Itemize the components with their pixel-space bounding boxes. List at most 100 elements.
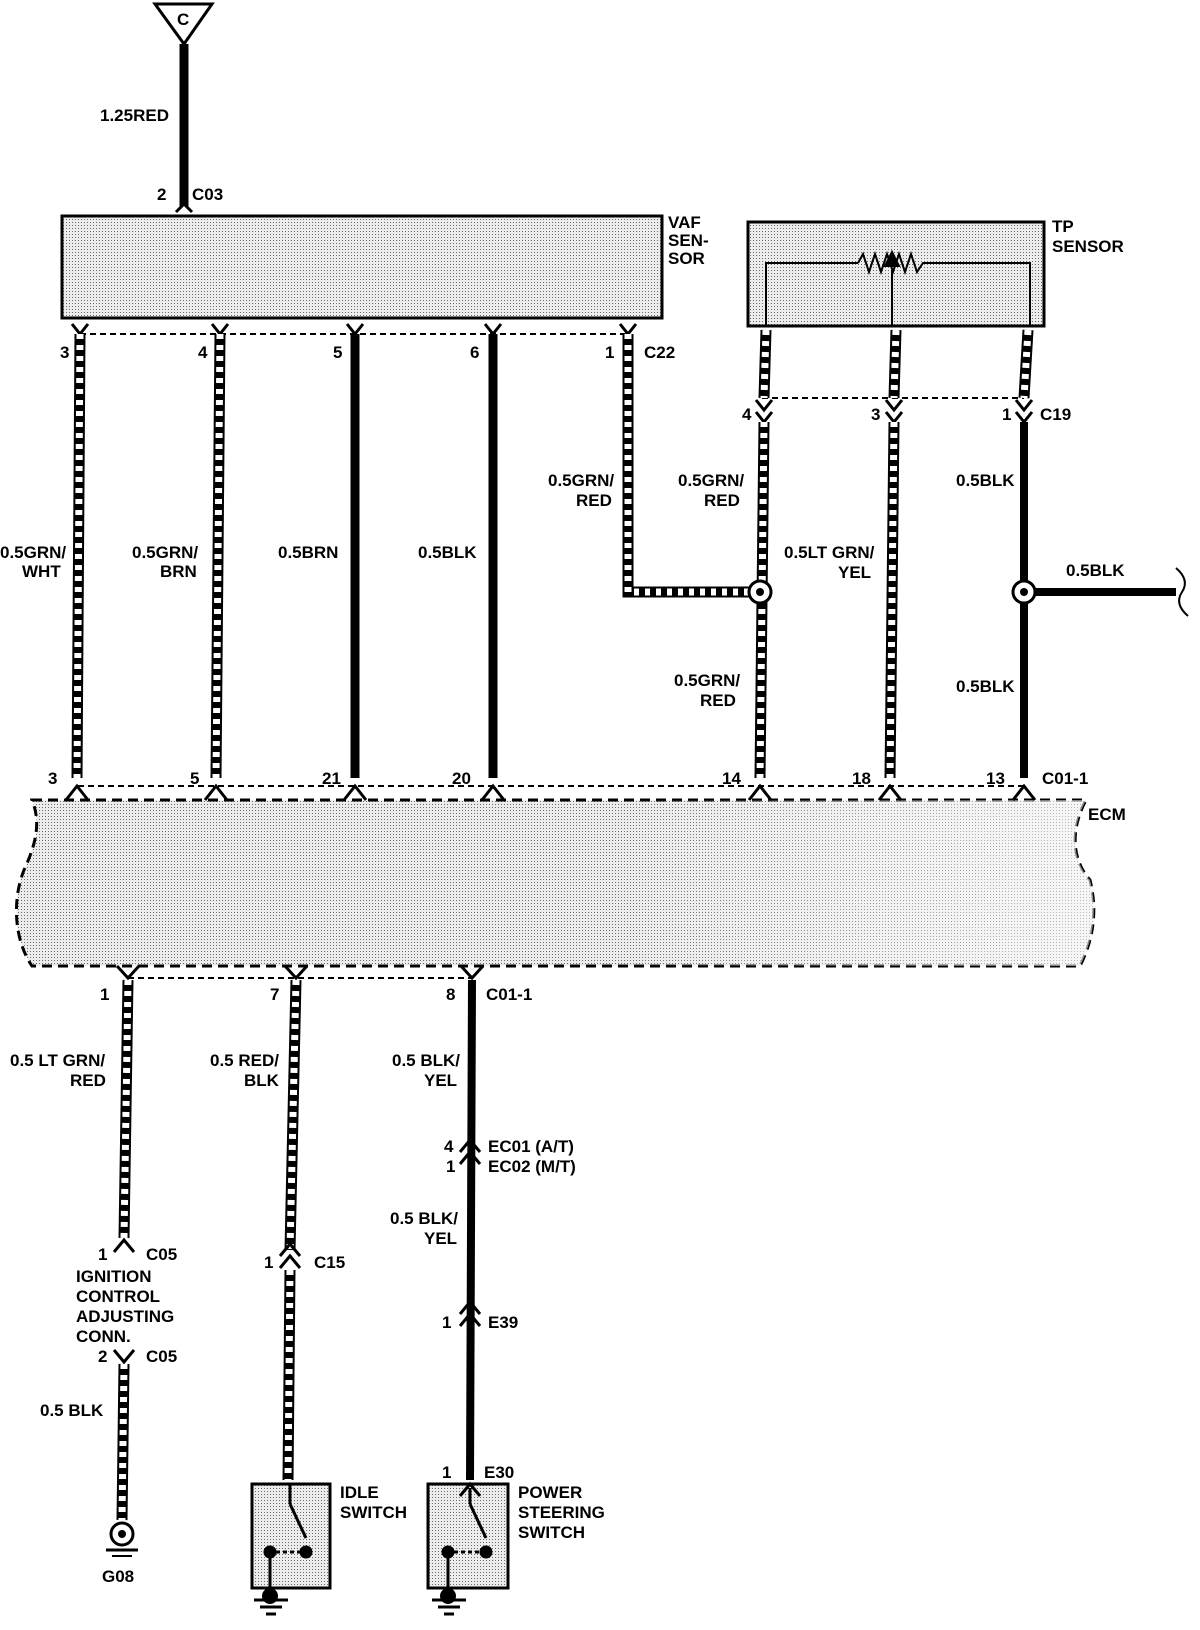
vaf-sensor-label-2: SEN- xyxy=(668,231,709,250)
vaf-sensor-box xyxy=(60,214,664,320)
ps-switch-label-1: POWER xyxy=(518,1483,582,1502)
c05-label-upper: C05 xyxy=(146,1245,177,1264)
source-terminal-label: C xyxy=(177,10,189,29)
c22-pin-3: 3 xyxy=(60,343,69,362)
wire-red-blk xyxy=(286,979,300,1251)
c19-pin-3: 3 xyxy=(871,405,880,424)
wire-brn-label: 0.5BRN xyxy=(278,543,338,562)
c05-pin-1: 1 xyxy=(98,1245,107,1264)
wire-blk-tp-label-1: 0.5BLK xyxy=(956,471,1015,490)
wire-lt-grn-yel-label-2: YEL xyxy=(838,563,871,582)
splice-grn-red xyxy=(747,579,773,605)
ps-switch-icon xyxy=(432,1481,493,1616)
e39-pin: 1 xyxy=(442,1313,451,1332)
c03-pin-label: 2 xyxy=(157,185,166,204)
tp-sensor-box xyxy=(746,220,1046,328)
c19-pin-4: 4 xyxy=(742,405,752,424)
wire-grn-red-vaf xyxy=(624,334,760,596)
c22-pin-6: 6 xyxy=(470,343,479,362)
ecm-bottom-terminals xyxy=(115,964,485,981)
wire-grn-red-ecm-label-1: 0.5GRN/ xyxy=(674,671,740,690)
wire-grn-red-tp-label-1: 0.5GRN/ xyxy=(678,471,744,490)
wire-grn-wht-label-2: WHT xyxy=(22,562,61,581)
ecm-pin-14: 14 xyxy=(722,769,741,788)
tp-sensor-label-2: SENSOR xyxy=(1052,237,1124,256)
c05-connector-lower xyxy=(112,1349,136,1365)
ign-conn-label-4: CONN. xyxy=(76,1327,131,1346)
c22-pin-1: 1 xyxy=(605,343,614,362)
wire-grn-wht xyxy=(73,333,84,779)
wire-grn-red-ecm-label-2: RED xyxy=(700,691,736,710)
wire-ground-blk xyxy=(118,1363,128,1521)
ecm-pin-18: 18 xyxy=(852,769,871,788)
wire-grn-red-tp-label-2: RED xyxy=(704,491,740,510)
wire-blk-label: 0.5BLK xyxy=(418,543,477,562)
c22-pin-5: 5 xyxy=(333,343,342,362)
c05-pin-2: 2 xyxy=(98,1347,107,1366)
ecm-label: ECM xyxy=(1088,805,1126,824)
wire-lt-grn-red-label-1: 0.5 LT GRN/ xyxy=(10,1051,105,1070)
c05-label-lower: C05 xyxy=(146,1347,177,1366)
e30-label: E30 xyxy=(484,1463,514,1482)
c19-pin-1: 1 xyxy=(1002,405,1011,424)
e39-label: E39 xyxy=(488,1313,518,1332)
wire-blk-yel xyxy=(466,979,476,1481)
ecm-pin-8: 8 xyxy=(446,985,455,1004)
wire-grn-red-vaf-label-1: 0.5GRN/ xyxy=(548,471,614,490)
ecm-top-connector-label: C01-1 xyxy=(1042,769,1088,788)
wire-feed-label: 1.25RED xyxy=(100,106,169,125)
ground-g08-icon xyxy=(106,1521,138,1557)
wire-red-blk-label-2: BLK xyxy=(244,1071,280,1090)
wire-grn-brn-label-1: 0.5GRN/ xyxy=(132,543,198,562)
c05-connector-upper xyxy=(112,1237,136,1253)
wire-ground-blk-label: 0.5 BLK xyxy=(40,1401,104,1420)
e30-pin: 1 xyxy=(442,1463,451,1482)
wire-lt-grn-red-label-2: RED xyxy=(70,1071,106,1090)
c15-connector xyxy=(278,1241,302,1269)
idle-switch-label-2: SWITCH xyxy=(340,1503,407,1522)
ecm-pin-1: 1 xyxy=(100,985,109,1004)
c22-terminals xyxy=(70,323,638,337)
c22-label: C22 xyxy=(644,343,675,362)
ecm-pin-20: 20 xyxy=(452,769,471,788)
ecm-pin-3: 3 xyxy=(48,769,57,788)
c15-pin-1: 1 xyxy=(264,1253,273,1272)
c03-label: C03 xyxy=(192,185,223,204)
tp-sensor-resistor xyxy=(765,249,1031,326)
ec02-pin: 1 xyxy=(446,1157,455,1176)
wire-grn-brn xyxy=(212,333,224,779)
ec01-label: EC01 (A/T) xyxy=(488,1137,574,1156)
c15-label: C15 xyxy=(314,1253,345,1272)
ecm-bottom-connector-label: C01-1 xyxy=(486,985,532,1004)
ecm-pin-13: 13 xyxy=(986,769,1005,788)
ps-switch-label-2: STEERING xyxy=(518,1503,605,1522)
c22-pin-4: 4 xyxy=(198,343,208,362)
wire-blk-yel-label-2: YEL xyxy=(424,1071,457,1090)
ec01-ec02-connector xyxy=(458,1137,482,1165)
wire-grn-brn-label-2: BRN xyxy=(160,562,197,581)
splice-blk xyxy=(1011,579,1037,605)
e39-connector xyxy=(458,1299,482,1327)
source-terminal-c: C xyxy=(152,2,215,47)
wire-blk-branch-label: 0.5BLK xyxy=(1066,561,1125,580)
ecm-top-terminals xyxy=(64,783,1037,801)
ps-switch-label-3: SWITCH xyxy=(518,1523,585,1542)
ec01-pin: 4 xyxy=(444,1137,454,1156)
ecm-pin-7: 7 xyxy=(270,985,279,1004)
ground-g08-label: G08 xyxy=(102,1567,134,1586)
wire-blk-yel-lower-label-2: YEL xyxy=(424,1229,457,1248)
ec02-label: EC02 (M/T) xyxy=(488,1157,576,1176)
c19-terminals xyxy=(754,399,1034,425)
ign-conn-label-1: IGNITION xyxy=(76,1267,152,1286)
vaf-sensor-label-1: VAF xyxy=(668,213,701,232)
wire-red-blk-label-1: 0.5 RED/ xyxy=(210,1051,279,1070)
wire-blk-yel-label-1: 0.5 BLK/ xyxy=(392,1051,460,1070)
c19-label: C19 xyxy=(1040,405,1071,424)
ecm-pin-5: 5 xyxy=(190,769,199,788)
vaf-sensor-label-3: SOR xyxy=(668,249,705,268)
wire-blk-yel-lower-label-1: 0.5 BLK/ xyxy=(390,1209,458,1228)
wire-grn-red-vaf-label-2: RED xyxy=(576,491,612,510)
idle-switch-icon xyxy=(254,1484,313,1616)
wire-lt-grn-yel xyxy=(886,421,898,779)
